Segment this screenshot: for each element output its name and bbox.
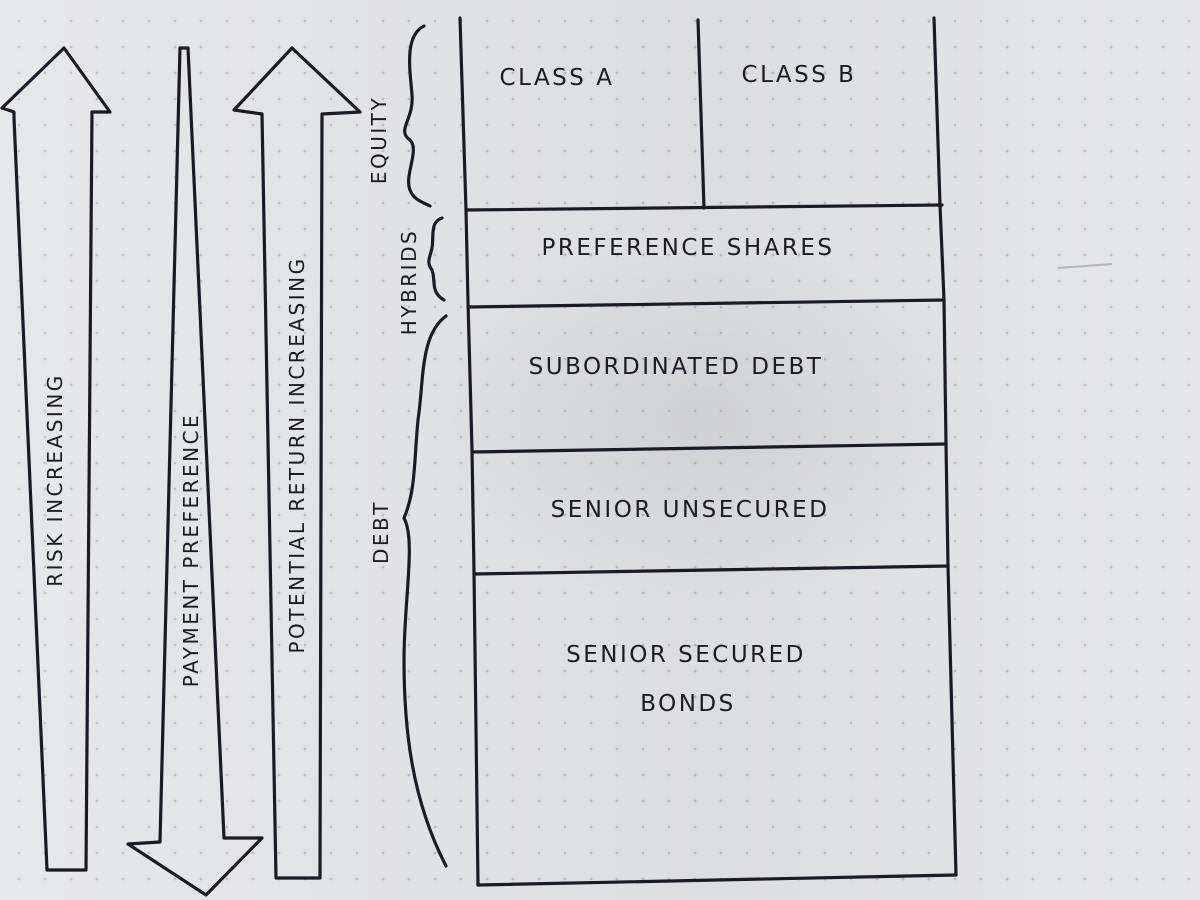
hybrids-label: HYBRIDS — [397, 229, 421, 335]
payment-arrow-label: PAYMENT PREFERENCE — [179, 413, 203, 687]
table-left-border — [458, 16, 480, 887]
equity-label: EQUITY — [367, 96, 391, 184]
equity-brace — [403, 24, 432, 208]
table-right-border — [932, 16, 958, 877]
return-arrow-label: POTENTIAL RETURN INCREASING — [285, 256, 309, 653]
class-divider — [696, 18, 706, 210]
hybrids-brace — [427, 216, 446, 302]
senior-secured-label-line2: BONDS — [640, 691, 736, 717]
preference-shares-label: PREFERENCE SHARES — [541, 235, 834, 261]
table-bottom-border — [476, 873, 958, 887]
payment-arrow — [126, 46, 264, 897]
row-divider-unsecured — [472, 564, 950, 576]
return-arrow — [232, 46, 362, 880]
risk-arrow — [0, 46, 112, 872]
debt-label: DEBT — [369, 500, 393, 564]
class-a-label: CLASS A — [500, 65, 615, 91]
row-divider-subordinated — [470, 442, 948, 454]
stray-pen-mark — [1057, 263, 1113, 269]
row-divider-equity — [464, 203, 944, 212]
senior-secured-label-line1: SENIOR SECURED — [566, 642, 806, 668]
class-b-label: CLASS B — [742, 62, 857, 88]
senior-unsecured-label: SENIOR UNSECURED — [551, 497, 830, 523]
risk-arrow-label: RISK INCREASING — [43, 373, 67, 587]
subordinated-debt-label: SUBORDINATED DEBT — [529, 354, 824, 380]
row-divider-hybrids — [466, 298, 946, 309]
debt-brace — [402, 314, 448, 868]
